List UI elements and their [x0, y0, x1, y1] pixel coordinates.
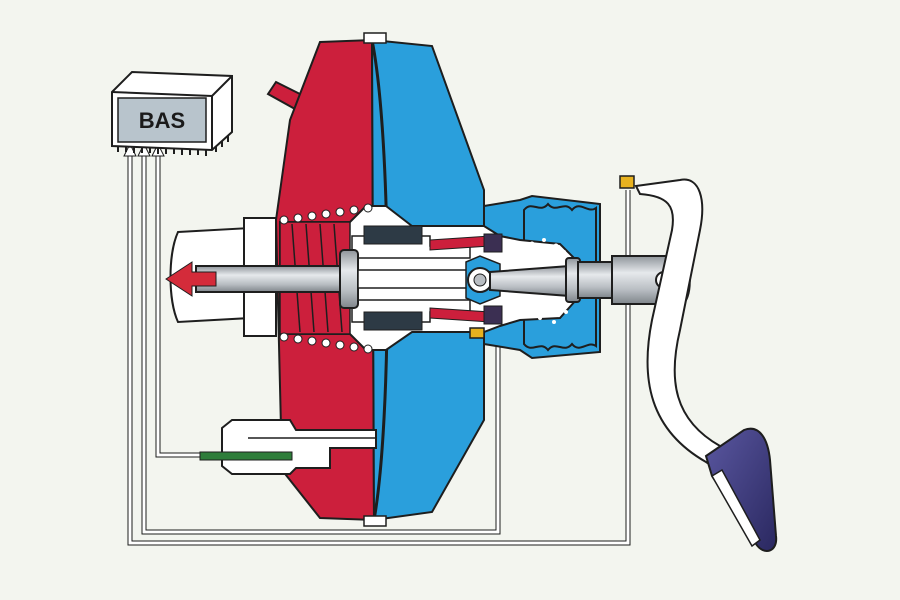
bas-connector-pins — [117, 136, 229, 156]
output-force-arrow — [165, 261, 217, 297]
pedal-pad — [704, 427, 778, 552]
bas-control-unit: BAS — [111, 70, 233, 156]
pedal-arm — [634, 178, 732, 472]
reaction-disc — [339, 249, 359, 309]
piston-assembly — [351, 225, 503, 331]
brake-light-switch — [619, 175, 635, 189]
ball-joint — [465, 255, 501, 305]
release-switch — [469, 327, 485, 339]
valve-plunger — [357, 269, 469, 289]
travel-sensor — [199, 419, 377, 475]
brake-pedal — [634, 178, 778, 552]
air-filter-particles — [518, 238, 568, 324]
housing-clip-bottom — [363, 515, 387, 527]
housing-clip-top — [363, 32, 387, 44]
bas-label: BAS — [139, 108, 185, 133]
output-push-rod — [195, 265, 357, 293]
